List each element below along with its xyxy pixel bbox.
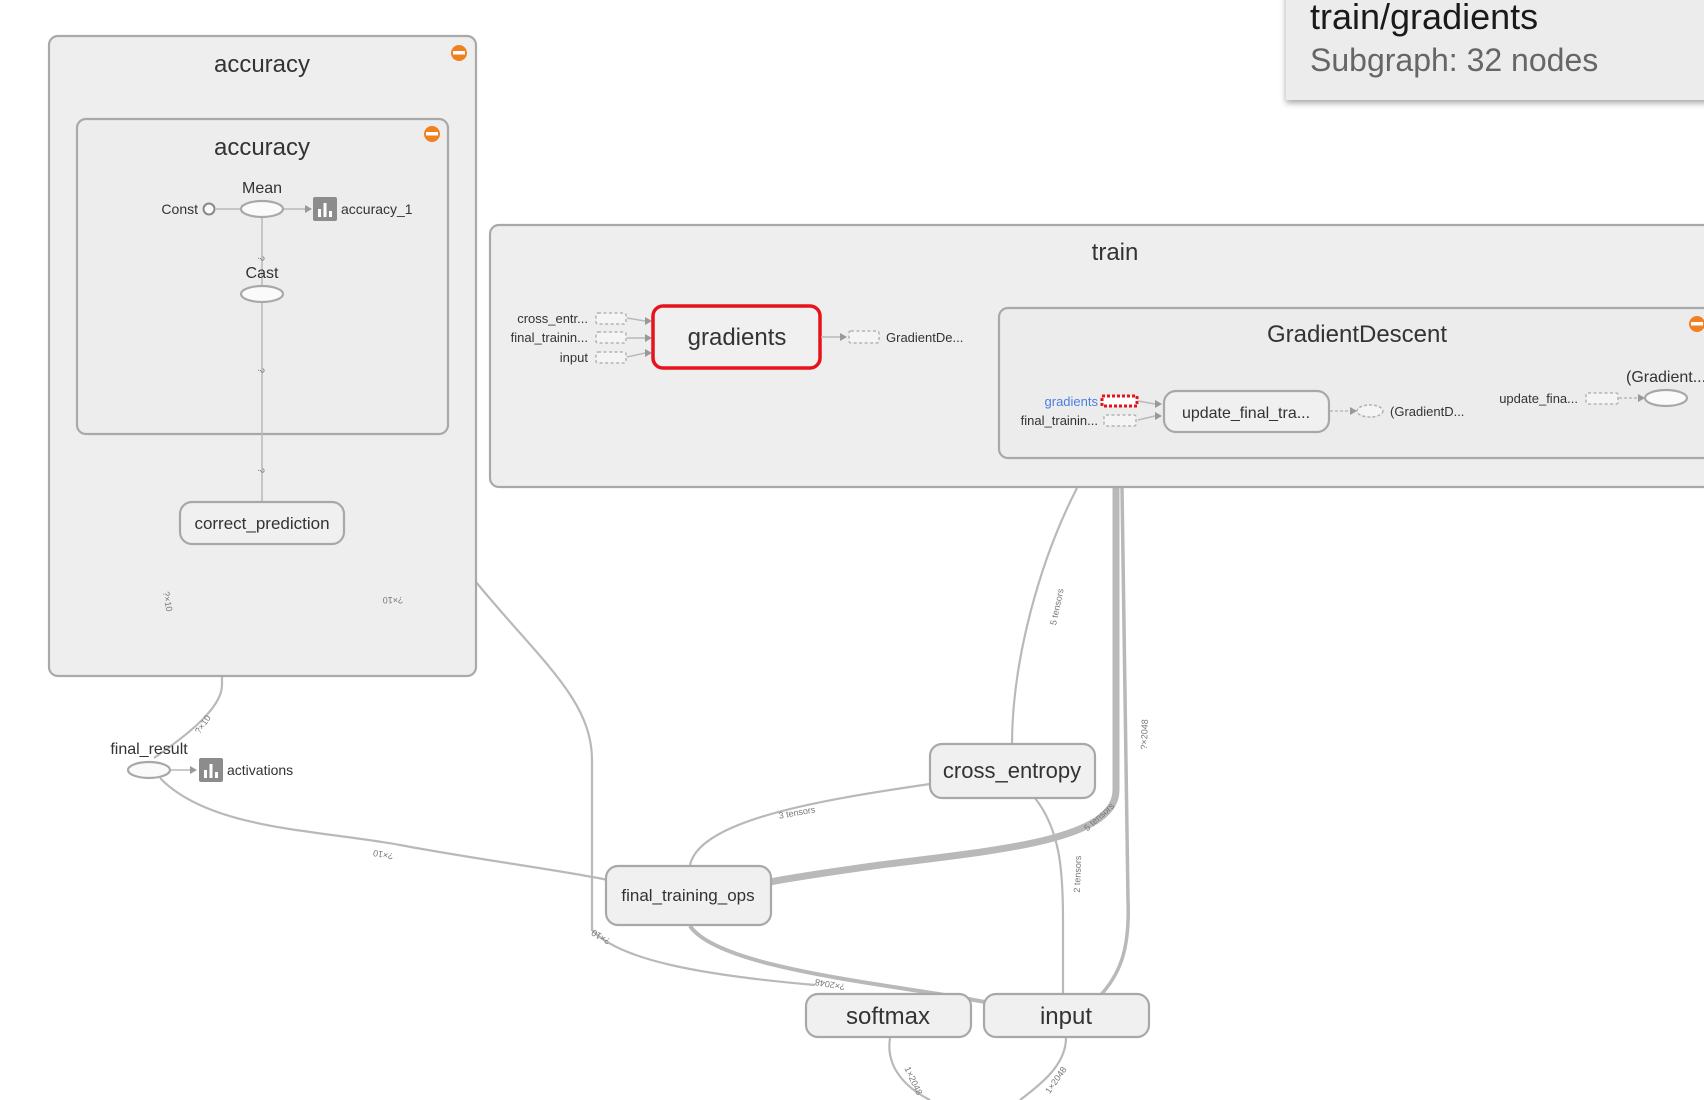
edge-final-result-fto xyxy=(159,777,609,882)
final-result-label: final_result xyxy=(110,741,188,758)
update-fina-label: update_fina... xyxy=(1499,391,1578,406)
mean-node[interactable] xyxy=(239,199,285,219)
accuracy-inner-group[interactable]: accuracy ? ? ? Const Mean accuracy_1 Cas… xyxy=(75,117,450,503)
activations-label: activations xyxy=(227,762,293,778)
accuracy-inner-title: accuracy xyxy=(214,134,310,161)
cross-entropy-label: cross_entropy xyxy=(943,758,1081,783)
edge-stub xyxy=(626,352,646,358)
edge-label: 1×2048 xyxy=(1043,1065,1069,1096)
update-final-training-label: update_final_tra... xyxy=(1182,405,1310,422)
edge-label: ? xyxy=(256,256,266,261)
gradient-descent-out2-label: (GradientD... xyxy=(1390,404,1464,419)
const-node[interactable] xyxy=(202,202,216,216)
arrowhead xyxy=(305,205,312,213)
edge-label: 5 tensors xyxy=(1048,587,1066,626)
arrowhead xyxy=(190,766,197,774)
summary-icon[interactable] xyxy=(199,758,223,782)
gradients-stub-highlighted xyxy=(1100,394,1139,408)
softmax-node[interactable]: softmax xyxy=(804,992,973,1039)
edge-label: 2 tensors xyxy=(1072,855,1083,893)
input-input-label: input xyxy=(560,350,589,365)
edge-stub xyxy=(626,317,646,322)
input-stub xyxy=(595,351,627,364)
accuracy-group-title: accuracy xyxy=(214,51,310,78)
edge-input-bottom xyxy=(1019,1037,1068,1100)
input-stub xyxy=(1585,392,1619,405)
edge-stub xyxy=(1137,415,1156,421)
collapse-icon[interactable] xyxy=(1689,316,1704,332)
final-training-ops-node[interactable]: final_training_ops xyxy=(604,864,773,927)
collapse-icon[interactable] xyxy=(451,45,467,61)
edge-label: ?×10 xyxy=(161,591,174,613)
cast-node[interactable] xyxy=(239,284,285,304)
cross-entropy-node[interactable]: cross_entropy xyxy=(928,742,1097,800)
gradients-link[interactable]: gradients xyxy=(1045,394,1099,409)
edge-label: ? xyxy=(256,468,266,473)
arrowhead xyxy=(645,349,652,357)
edge-stub xyxy=(1137,400,1156,405)
gradient-descent-out-label: GradientDe... xyxy=(886,330,963,345)
summary-icon[interactable] xyxy=(313,197,337,221)
edge-label: 5 tensors xyxy=(1082,800,1117,833)
edge-label: ?×10 xyxy=(590,927,613,946)
output-stub xyxy=(848,330,880,344)
edge-train-input xyxy=(1096,487,1130,1000)
final-training-ops-label: final_training_ops xyxy=(621,886,754,905)
train-title: train xyxy=(1092,239,1139,266)
info-panel-title: train/gradients xyxy=(1310,0,1539,37)
accuracy-1-label: accuracy_1 xyxy=(341,201,413,217)
cast-label: Cast xyxy=(246,265,279,282)
gradient-descent-title: GradientDescent xyxy=(1267,321,1447,348)
correct-prediction-node[interactable]: correct_prediction xyxy=(178,500,346,546)
edge-train-fto xyxy=(769,488,1120,886)
arrowhead xyxy=(1155,400,1162,408)
arrowhead xyxy=(1155,412,1162,420)
edge-label: ?×10 xyxy=(372,848,394,861)
gradient-trunc-label: (Gradient... xyxy=(1626,369,1704,386)
edge-label: ? xyxy=(256,368,266,373)
input-cross-entropy-label: cross_entr... xyxy=(517,311,588,326)
info-panel: train/gradients Subgraph: 32 nodes xyxy=(1286,0,1704,100)
final-result-node[interactable]: final_result xyxy=(110,741,188,780)
arrowhead xyxy=(840,333,847,341)
edge-ce-input xyxy=(1034,797,1065,998)
arrowhead xyxy=(1638,394,1645,402)
mean-label: Mean xyxy=(242,180,282,197)
input-stub xyxy=(1103,414,1137,427)
const-label: Const xyxy=(161,201,198,217)
input-final-training-label: final_trainin... xyxy=(511,330,588,345)
gradients-label: gradients xyxy=(688,324,787,351)
edge-label: ?×2048 xyxy=(1139,719,1150,750)
input-stub xyxy=(595,331,627,344)
edge-softmax-bottom xyxy=(888,1037,931,1100)
input-label: input xyxy=(1040,1003,1092,1030)
gradient-descent-stub xyxy=(1356,404,1384,418)
gradient-descent-group[interactable]: GradientDescent xyxy=(997,306,1704,460)
gradients-node[interactable]: gradients xyxy=(651,304,822,370)
edge-accuracy-softmax xyxy=(475,581,816,987)
softmax-label: softmax xyxy=(846,1003,930,1030)
edge-ce-fto xyxy=(688,782,931,866)
input-node[interactable]: input xyxy=(982,992,1151,1039)
edge-label: 3 tensors xyxy=(778,804,817,820)
arrowhead xyxy=(645,317,652,325)
edge-label: 1×2048 xyxy=(902,1065,924,1097)
correct-prediction-label: correct_prediction xyxy=(194,514,329,533)
edge-train-ce xyxy=(1010,487,1078,746)
update-final-training-node[interactable]: update_final_tra... xyxy=(1162,389,1331,434)
collapse-icon[interactable] xyxy=(424,126,440,142)
final-training-in-label: final_trainin... xyxy=(1021,413,1098,428)
info-panel-subtitle: Subgraph: 32 nodes xyxy=(1310,42,1599,78)
arrowhead xyxy=(1350,407,1357,415)
edge-label: ?×10 xyxy=(193,713,213,735)
edge-label: ?×10 xyxy=(383,595,403,605)
train-inputs: cross_entr... final_trainin... input xyxy=(511,311,652,365)
arrowhead xyxy=(645,334,652,342)
input-stub xyxy=(595,312,627,325)
gradient-node[interactable] xyxy=(1643,388,1689,408)
